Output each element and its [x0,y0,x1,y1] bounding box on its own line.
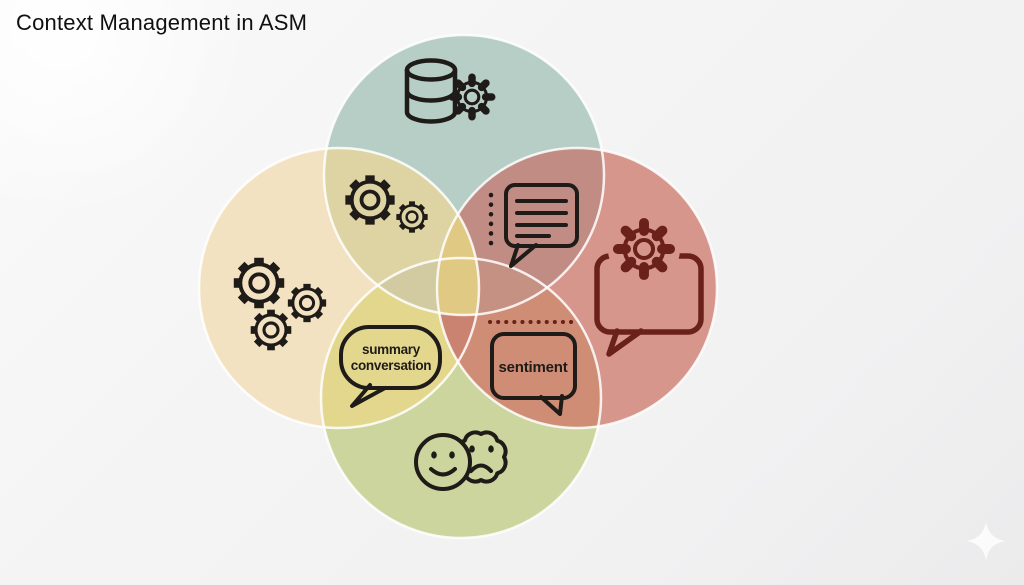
happy-sad-faces-icon [414,430,508,491]
sad-eye-left [469,445,475,453]
happy-eye-right [449,451,455,459]
bubble-tail [539,394,564,416]
circle-outlines [197,33,719,540]
bubble-tail [350,383,387,408]
happy-face-outline [414,433,472,491]
chat-bubble-tail [509,243,538,268]
sad-eye-right [488,445,494,453]
database-gear-icon [404,58,492,124]
bubble-outline [490,332,577,400]
summary-label-line1: summary [362,342,421,357]
bubble-tail [606,328,644,357]
chat-message-lines-icon [488,183,579,268]
happy-eye-left [431,451,437,459]
summary-conversation-bubble: summary conversation [339,325,442,408]
sentiment-bubble: sentiment [488,320,579,416]
chat-bubble-outline [504,183,579,248]
chat-bubble-text-lines [515,199,568,238]
sentiment-label: sentiment [498,359,567,376]
happy-mouth [429,467,457,477]
sparkle-icon [967,522,1005,560]
database-body [404,67,458,124]
bubble-outline [339,325,442,390]
speech-bubble-gear-icon [594,213,704,357]
sad-mouth [469,463,493,473]
slide-title: Context Management in ASM [16,10,308,35]
summary-label-line2: conversation [351,358,431,373]
